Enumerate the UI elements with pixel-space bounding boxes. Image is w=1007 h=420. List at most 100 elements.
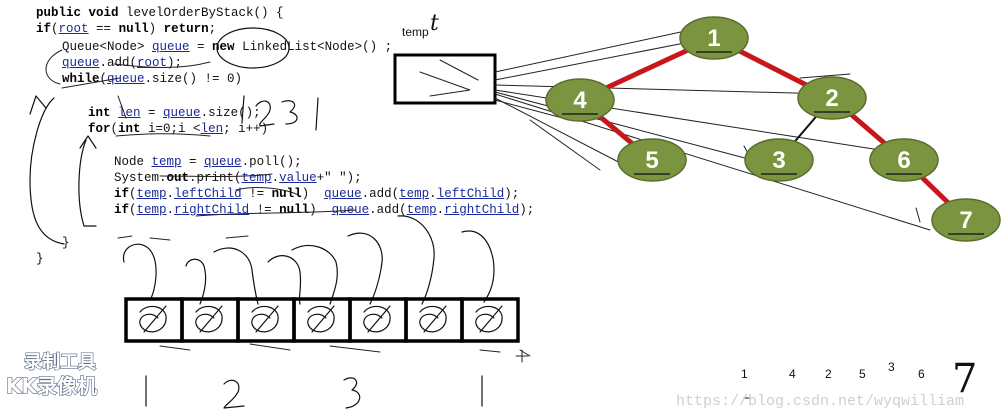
code-token: ( <box>99 72 108 86</box>
code-token: for <box>88 122 111 136</box>
code-token: queue <box>163 106 201 120</box>
code-token: while <box>62 72 100 86</box>
code-token: return <box>163 22 209 36</box>
code-token: temp <box>399 187 430 201</box>
code-token: int <box>88 106 119 120</box>
tree-node-1: 1 <box>679 16 749 60</box>
tree-node-4: 4 <box>545 78 615 122</box>
code-token: len <box>200 122 224 136</box>
code-token: Queue<Node> <box>62 40 153 54</box>
tree-node-circle <box>797 76 867 120</box>
tree-node-3: 3 <box>744 138 814 182</box>
code-token: int <box>118 122 149 136</box>
queue-cell-scribble <box>475 305 503 333</box>
tree-node-label: 7 <box>959 207 972 234</box>
code-token: .add( <box>369 203 407 217</box>
tree-node-7: 7 <box>931 198 1001 242</box>
code-token: queue <box>62 56 100 70</box>
temp-area: temp t <box>393 11 931 231</box>
code-token: rightChild <box>444 203 520 217</box>
code-token: ); <box>519 203 535 217</box>
code-token: ) <box>309 203 332 217</box>
code-token: value <box>279 171 317 185</box>
tree-node-circle <box>617 138 687 182</box>
code-token: if <box>114 187 130 201</box>
code-token: queue <box>152 40 190 54</box>
code-token: ) <box>148 22 164 36</box>
tree-node-label: 6 <box>897 147 910 174</box>
queue-cell-scribble <box>307 305 335 333</box>
tree-node-5: 5 <box>617 138 687 182</box>
tree-node-circle <box>931 198 1001 242</box>
code-token: queue <box>107 72 145 86</box>
code-token: = <box>181 155 205 169</box>
level-marks <box>145 343 531 409</box>
code-token: root <box>58 22 89 36</box>
code-line: System.out.print(temp.value+" "); <box>114 171 362 185</box>
code-token: .poll(); <box>241 155 302 169</box>
tree-node-label: 2 <box>825 85 838 112</box>
code-token: .size(); <box>200 106 261 120</box>
code-token: = <box>140 106 164 120</box>
code-token: public void <box>36 6 127 20</box>
code-panel: public void levelOrderByStack() {if(root… <box>0 0 534 280</box>
temp-label: temp <box>402 25 429 39</box>
code-line: while(queue.size() != 0) <box>62 72 242 86</box>
code-token: temp <box>136 203 167 217</box>
code-token: ; <box>208 22 217 36</box>
tree-node-6: 6 <box>869 138 939 182</box>
sequence-handwritten-7: 7 <box>952 356 977 402</box>
code-line: public void levelOrderByStack() { <box>36 6 284 20</box>
code-token: if <box>114 203 130 217</box>
code-line: if(root == null) return; <box>36 22 216 36</box>
code-line: Node temp = queue.poll(); <box>114 155 302 169</box>
code-annotations <box>29 27 495 305</box>
queue-cell-scribble <box>363 305 391 333</box>
sequence-value: 4 <box>789 367 796 381</box>
code-token: ( <box>51 22 59 36</box>
queue-cells <box>124 297 520 343</box>
code-token: . <box>436 203 445 217</box>
tree-edges <box>578 35 968 222</box>
tree-node-label: 5 <box>645 147 658 174</box>
code-token: Node <box>114 155 152 169</box>
tree-node-label: 4 <box>573 87 587 114</box>
code-line: Queue<Node> queue = new LinkedList<Node>… <box>62 40 392 54</box>
code-token: System. <box>114 171 167 185</box>
code-token: null <box>279 203 310 217</box>
sequence-value: 1 <box>741 367 748 381</box>
code-token: .print( <box>189 171 242 185</box>
sequence-value: 6 <box>918 367 925 381</box>
code-token: .add( <box>99 56 138 70</box>
code-line: if(temp.leftChild != null) queue.add(tem… <box>114 187 519 201</box>
code-token: = <box>189 40 213 54</box>
code-token: LinkedList<Node>() ; <box>234 40 393 54</box>
tree-nodes: 1 4 2 5 3 6 7 <box>545 16 1001 242</box>
code-token: . <box>166 187 175 201</box>
code-line: } <box>62 236 70 250</box>
tree-node-circle <box>744 138 814 182</box>
tree-node-circle <box>679 16 749 60</box>
queue-cell-scribble <box>195 305 223 333</box>
queue-cell-scribble <box>251 305 279 333</box>
code-token: ) <box>301 187 325 201</box>
code-token: temp <box>151 155 182 169</box>
watermark-line1: 录制工具 <box>24 352 96 373</box>
code-token: levelOrderByStack() { <box>126 6 284 20</box>
code-token: . <box>429 187 437 201</box>
sequence-value: 3 <box>888 360 895 374</box>
code-token: . <box>271 171 280 185</box>
code-token: rightChild <box>174 203 250 217</box>
code-token: .add( <box>361 187 400 201</box>
code-token: == <box>88 22 119 36</box>
queue-cell <box>460 297 520 343</box>
code-token: ( <box>129 203 137 217</box>
code-token: .size() != 0) <box>144 72 243 86</box>
code-token: null <box>118 22 149 36</box>
code-token: ( <box>129 187 137 201</box>
queue-cell-scribble <box>419 305 447 333</box>
tree-node-2: 2 <box>797 76 867 120</box>
watermark-line2: KK录像机 <box>6 374 97 398</box>
